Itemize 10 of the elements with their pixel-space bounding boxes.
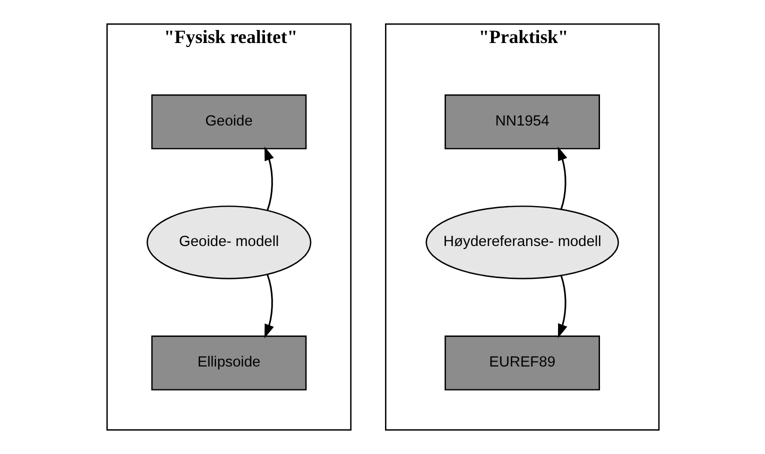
- arrow: [557, 276, 567, 338]
- arrow: [557, 146, 567, 210]
- node-ellipse: Geoide- modell: [146, 206, 311, 280]
- node-box: Geoide: [150, 94, 306, 150]
- node-box: EUREF89: [444, 336, 600, 390]
- arrow: [264, 274, 274, 338]
- node-ellipse: Høydereferanse- modell: [425, 206, 618, 280]
- arrow: [264, 146, 274, 210]
- node-box: Ellipsoide: [150, 336, 306, 390]
- node-box: NN1954: [444, 94, 600, 150]
